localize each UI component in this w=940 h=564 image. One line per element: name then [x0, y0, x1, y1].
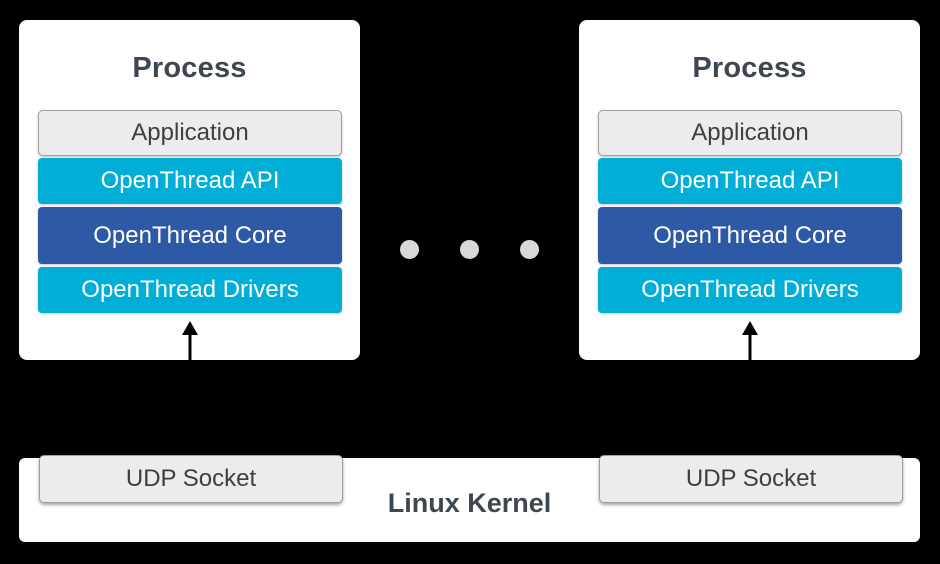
- application-layer-label: Application: [691, 119, 809, 146]
- process-card-right: Process Application OpenThread API OpenT…: [579, 20, 920, 360]
- openthread-api-layer: OpenThread API: [38, 158, 342, 204]
- openthread-drivers-layer-label: OpenThread Drivers: [641, 276, 859, 303]
- application-layer: Application: [598, 110, 902, 156]
- openthread-core-layer: OpenThread Core: [38, 207, 342, 264]
- openthread-api-layer: OpenThread API: [598, 158, 902, 204]
- process-title: Process: [132, 52, 247, 84]
- process-title: Process: [692, 52, 807, 84]
- up-arrow-icon: [181, 321, 199, 360]
- openthread-drivers-layer: OpenThread Drivers: [38, 267, 342, 313]
- openthread-core-layer-label: OpenThread Core: [653, 221, 847, 249]
- ellipsis-dot: [460, 240, 479, 259]
- openthread-drivers-layer-label: OpenThread Drivers: [81, 276, 299, 303]
- openthread-api-layer-label: OpenThread API: [660, 167, 840, 194]
- udp-socket-label: UDP Socket: [125, 465, 257, 492]
- udp-socket-left: UDP Socket: [39, 455, 343, 503]
- udp-socket-label: UDP Socket: [685, 465, 817, 492]
- ellipsis-dot: [400, 240, 419, 259]
- up-arrow-icon: [741, 321, 759, 360]
- udp-socket-right: UDP Socket: [599, 455, 903, 503]
- openthread-core-layer: OpenThread Core: [598, 207, 902, 264]
- application-layer: Application: [38, 110, 342, 156]
- linux-kernel-label: Linux Kernel: [387, 488, 552, 518]
- openthread-api-layer-label: OpenThread API: [100, 167, 280, 194]
- process-card-left: Process Application OpenThread API OpenT…: [19, 20, 360, 360]
- openthread-core-layer-label: OpenThread Core: [93, 221, 287, 249]
- ellipsis-dot: [520, 240, 539, 259]
- application-layer-label: Application: [131, 119, 249, 146]
- openthread-drivers-layer: OpenThread Drivers: [598, 267, 902, 313]
- linux-kernel-bar: Linux Kernel UDP Socket UDP Socket: [19, 455, 920, 542]
